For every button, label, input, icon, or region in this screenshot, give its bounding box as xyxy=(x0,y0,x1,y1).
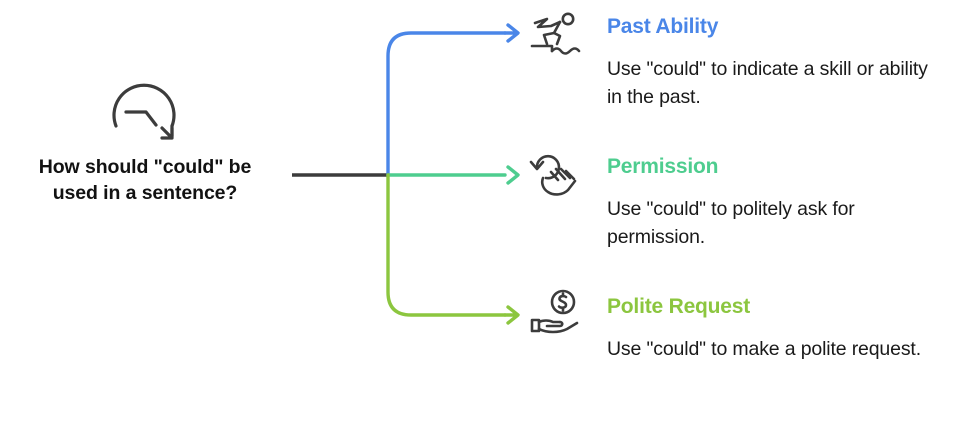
branch-polite-request: Polite Request Use "could" to make a pol… xyxy=(527,288,947,360)
branch-header: Polite Request xyxy=(527,288,947,340)
root-node: How should "could" be used in a sentence… xyxy=(6,72,284,206)
root-label-line-2: used in a sentence? xyxy=(52,182,238,205)
branch-description: Use "could" to politely ask for permissi… xyxy=(607,198,855,248)
rewind-time-clock-icon xyxy=(112,83,176,140)
connector-past-ability xyxy=(386,23,520,177)
branch-header: Past Ability xyxy=(527,8,947,60)
connector-permission xyxy=(386,165,520,185)
branch-title: Permission xyxy=(607,155,719,178)
hand-holding-dollar-coin-icon xyxy=(530,289,579,334)
branch-description: Use "could" to make a polite request. xyxy=(607,338,921,360)
branch-past-ability: Past Ability Use "could" to indicate a s… xyxy=(527,8,947,108)
person-diving-into-water-icon xyxy=(530,12,581,55)
hand-gesture-rotate-icon xyxy=(529,154,577,196)
branch-header: Permission xyxy=(527,148,947,200)
root-label-line-1: How should "could" be xyxy=(38,156,252,178)
branch-permission: Permission Use "could" to politely ask f… xyxy=(527,148,947,248)
connector-polite-request xyxy=(386,173,520,325)
root-label: How should "could" be used in a sentence… xyxy=(38,154,252,206)
branch-title: Polite Request xyxy=(607,295,751,318)
branch-description: Use "could" to indicate a skill or abili… xyxy=(607,58,928,108)
branch-title: Past Ability xyxy=(607,15,719,38)
